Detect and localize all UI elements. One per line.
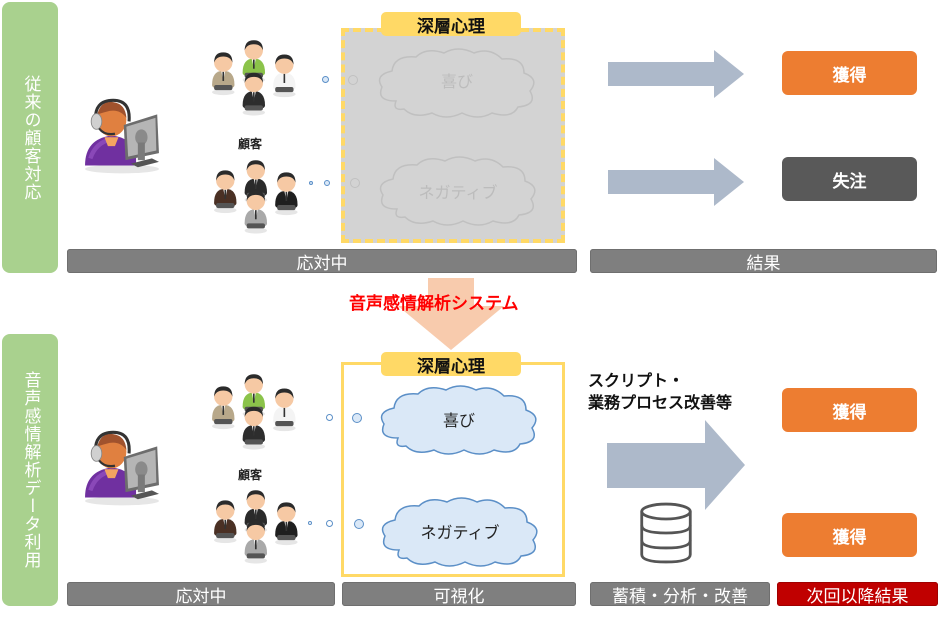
customer-group-icon bbox=[210, 488, 322, 580]
down-arrow-icon bbox=[398, 278, 504, 350]
cloud-negative-label: ネガティブ bbox=[420, 523, 500, 542]
thought-bubble-dot bbox=[348, 75, 358, 85]
deep-psychology-title: 深層心理 bbox=[381, 12, 521, 37]
result-acquired: 獲得 bbox=[782, 513, 917, 557]
database-icon bbox=[638, 502, 694, 564]
bar-result: 結果 bbox=[590, 249, 937, 274]
thought-bubble-dot bbox=[324, 180, 330, 186]
arrow-right-icon bbox=[608, 50, 744, 98]
cloud-joy-label: 喜び bbox=[442, 411, 475, 430]
result-acquired: 獲得 bbox=[782, 51, 917, 95]
customer-label: 顧客 bbox=[238, 137, 263, 151]
thought-bubble-dot bbox=[352, 413, 362, 423]
side-label-text: 従来の顧客対応 bbox=[20, 74, 41, 201]
result-acquired: 獲得 bbox=[782, 388, 917, 432]
bar-accumulate-analyze-improve: 蓄積・分析・改善 bbox=[590, 582, 770, 607]
customer-group-icon bbox=[210, 158, 322, 250]
thought-bubble-dot bbox=[354, 519, 364, 529]
customer-group-icon bbox=[208, 372, 320, 464]
bar-responding: 応対中 bbox=[67, 249, 577, 274]
thought-bubble-dot bbox=[308, 521, 312, 525]
operator-icon bbox=[78, 420, 166, 508]
bar-visualize: 可視化 bbox=[342, 582, 576, 607]
thought-bubble-dot bbox=[350, 178, 360, 188]
thought-bubble-dot bbox=[326, 520, 333, 527]
improvement-line-1: スクリプト・ bbox=[588, 371, 685, 390]
thought-bubble-dot bbox=[322, 76, 329, 83]
operator-icon bbox=[78, 88, 166, 176]
result-lost: 失注 bbox=[782, 157, 917, 201]
arrow-right-icon bbox=[608, 158, 744, 206]
system-label: 音声感情解析システム bbox=[349, 294, 519, 314]
cloud-joy-label: 喜び bbox=[440, 72, 473, 91]
bar-responding: 応対中 bbox=[67, 582, 335, 607]
deep-psychology-title: 深層心理 bbox=[381, 352, 521, 377]
improvement-text: スクリプト・ 業務プロセス改善等 bbox=[588, 370, 732, 414]
large-arrow-right-icon bbox=[607, 420, 745, 510]
thought-bubble-dot bbox=[309, 181, 313, 185]
thought-bubble-dot bbox=[326, 414, 333, 421]
customer-group-icon bbox=[208, 38, 320, 130]
bar-next-result: 次回以降結果 bbox=[777, 582, 938, 607]
side-label-text: 音声感情解析データ利用 bbox=[20, 371, 41, 569]
side-label-conventional: 従来の顧客対応 bbox=[2, 2, 58, 273]
improvement-line-2: 業務プロセス改善等 bbox=[588, 393, 733, 412]
cloud-negative-label: ネガティブ bbox=[418, 183, 498, 202]
customer-label: 顧客 bbox=[238, 468, 263, 482]
side-label-emotion-data: 音声感情解析データ利用 bbox=[2, 334, 58, 606]
